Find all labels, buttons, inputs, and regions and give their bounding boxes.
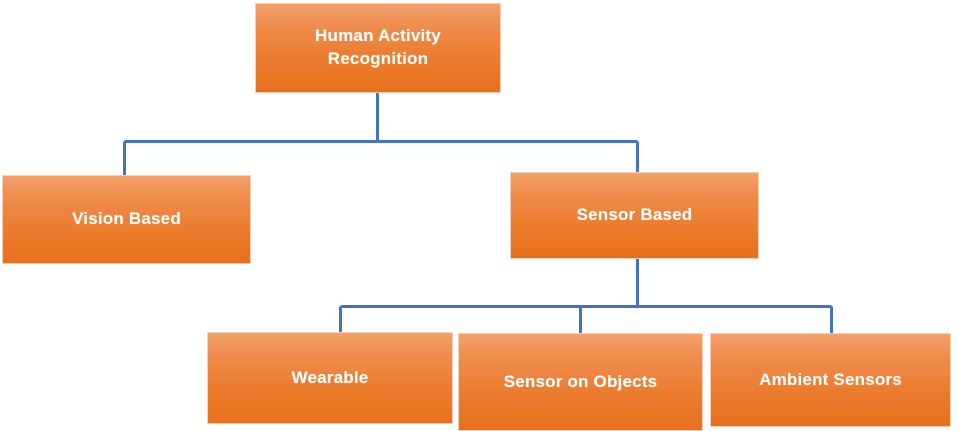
node-vision-based[interactable]: Vision Based: [2, 175, 251, 264]
node-wearable[interactable]: Wearable: [207, 332, 453, 424]
node-ambient-sensors[interactable]: Ambient Sensors: [710, 333, 951, 427]
node-label-root: Human Activity Recognition: [315, 26, 441, 68]
node-sensor-on-objects[interactable]: Sensor on Objects: [458, 333, 703, 431]
node-human-activity-recognition[interactable]: Human Activity Recognition: [255, 3, 501, 93]
node-label-ambient: Ambient Sensors: [759, 369, 902, 389]
node-label-vision: Vision Based: [72, 209, 181, 229]
node-label-objects: Sensor on Objects: [503, 371, 658, 391]
node-sensor-based[interactable]: Sensor Based: [510, 172, 759, 259]
node-label-wearable: Wearable: [291, 367, 369, 387]
node-label-sensor: Sensor Based: [576, 205, 693, 225]
